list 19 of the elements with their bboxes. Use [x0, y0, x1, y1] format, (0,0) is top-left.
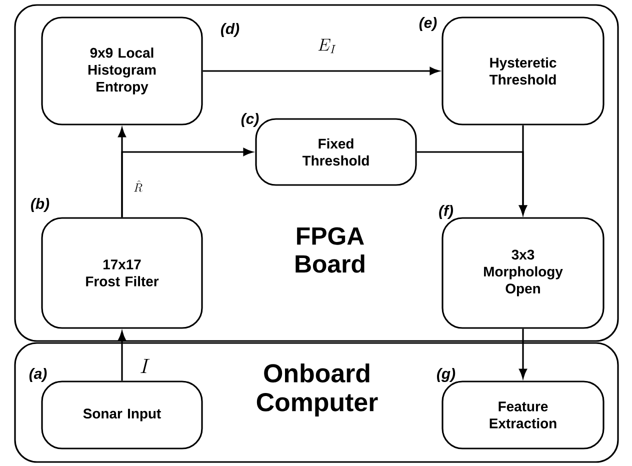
arrow — [416, 151, 527, 215]
arrow — [202, 67, 440, 75]
arrow — [519, 328, 527, 378]
panel-letter: (g) — [437, 368, 456, 382]
panel-letter: (d) — [221, 23, 240, 37]
panel-letter: (e) — [419, 17, 437, 31]
process-box: Sonar Input — [41, 380, 203, 450]
arrow — [121, 148, 253, 218]
process-box: 17x17 Frost Filter — [41, 217, 203, 329]
edge-label: $E_I$ — [318, 38, 336, 54]
edge-label: $\hat{R}$ — [134, 180, 142, 192]
process-box: 9x9 Local Histogram Entropy — [41, 16, 203, 126]
edge-label: $I$ — [140, 358, 150, 374]
process-box: Hysteretic Threshold — [442, 16, 604, 126]
arrow — [118, 331, 126, 381]
panel-letter: (f) — [439, 205, 454, 219]
panel-letter: (b) — [31, 198, 50, 212]
process-box: Feature Extraction — [442, 380, 604, 450]
panel-letter: (a) — [29, 368, 47, 382]
